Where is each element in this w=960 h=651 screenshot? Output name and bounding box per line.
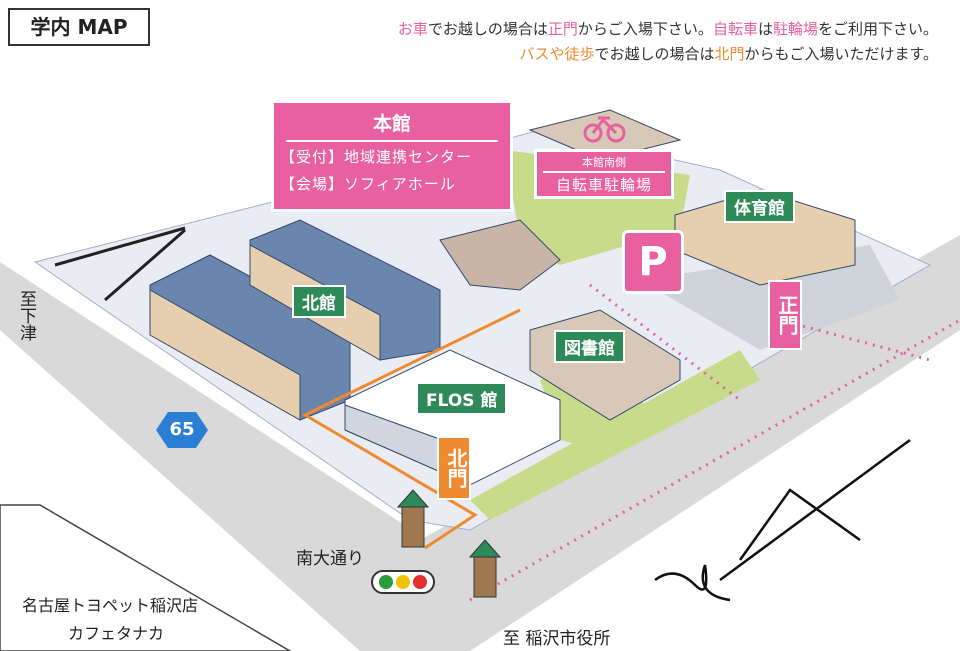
notice-segment: でお越しの場合は [594, 45, 715, 63]
bike-parking-title: 自転車駐輪場 [555, 176, 652, 194]
landmark-cafe: カフェタナカ [68, 624, 165, 643]
landmark-name: 名古屋トヨペット稲沢店 [22, 596, 199, 615]
building-main [439, 219, 561, 291]
street-name: 南大通り [296, 549, 364, 569]
notice-segment: 自転車 [712, 20, 758, 38]
gate-post-left [396, 489, 430, 548]
notice-segment: をご利用下さい。 [817, 20, 938, 38]
traffic-light-icon [371, 570, 435, 594]
divider [543, 171, 665, 173]
notice-line-1: お車でお越しの場合は正門からご入場下さい。自転車は駐輪場をご利用下さい。 [398, 18, 938, 39]
main-building-callout[interactable]: 本館 【受付】地域連携センター 【会場】ソフィアホール [271, 100, 513, 212]
map-title: 学内 MAP [8, 8, 150, 46]
notice-segment: お車 [397, 20, 428, 38]
notice-segment: は [757, 20, 773, 38]
notice-segment: でお越しの場合は [427, 20, 548, 38]
notice-line-2: バスや徒歩でお越しの場合は北門からもご入場いただけます。 [519, 43, 938, 64]
notice-segment: バスや徒歩 [519, 45, 595, 63]
parking-sign[interactable]: P [622, 230, 684, 294]
flos-building-label[interactable]: FLOS 館 [416, 382, 508, 415]
gate-post-right [468, 539, 502, 598]
route-number: 65 [169, 419, 195, 440]
notice-segment: 正門 [547, 20, 578, 38]
closed-lot-cross [54, 226, 186, 267]
main-gate-label[interactable]: 正門 [768, 280, 802, 350]
north-compass-icon [654, 438, 911, 602]
notice-segment: 駐輪場 [772, 20, 818, 38]
main-building-title: 本館 [372, 113, 411, 135]
south-road [380, 235, 960, 651]
direction-west: 至下津 [16, 290, 36, 341]
closed-lot-cross-2 [104, 228, 186, 302]
north-gate-label[interactable]: 北門 [437, 436, 471, 500]
library-label[interactable]: 図書館 [554, 330, 625, 363]
divider [286, 140, 498, 142]
north-building-label[interactable]: 北館 [292, 285, 346, 318]
west-road [0, 262, 500, 651]
building-west-wall [149, 289, 301, 421]
bicycle-icon [583, 116, 626, 143]
walking-route [301, 308, 521, 550]
notice-segment: からご入場下さい。 [577, 20, 713, 38]
landmark-block [0, 504, 292, 651]
venue-info: 【会場】ソフィアホール [280, 175, 456, 193]
notice-segment: からもご入場いただけます。 [744, 45, 938, 63]
reception-info: 【受付】地域連携センター [280, 148, 473, 166]
route-65-sign [156, 412, 208, 448]
bike-parking-callout[interactable]: 本館南側 自転車駐輪場 [534, 149, 674, 199]
car-route-3 [779, 318, 931, 362]
gym-label[interactable]: 体育館 [724, 190, 795, 223]
direction-south: 至 稲沢市役所 [503, 629, 611, 649]
notice-segment: 北門 [714, 45, 745, 63]
bike-parking-sub: 本館南側 [582, 156, 626, 169]
